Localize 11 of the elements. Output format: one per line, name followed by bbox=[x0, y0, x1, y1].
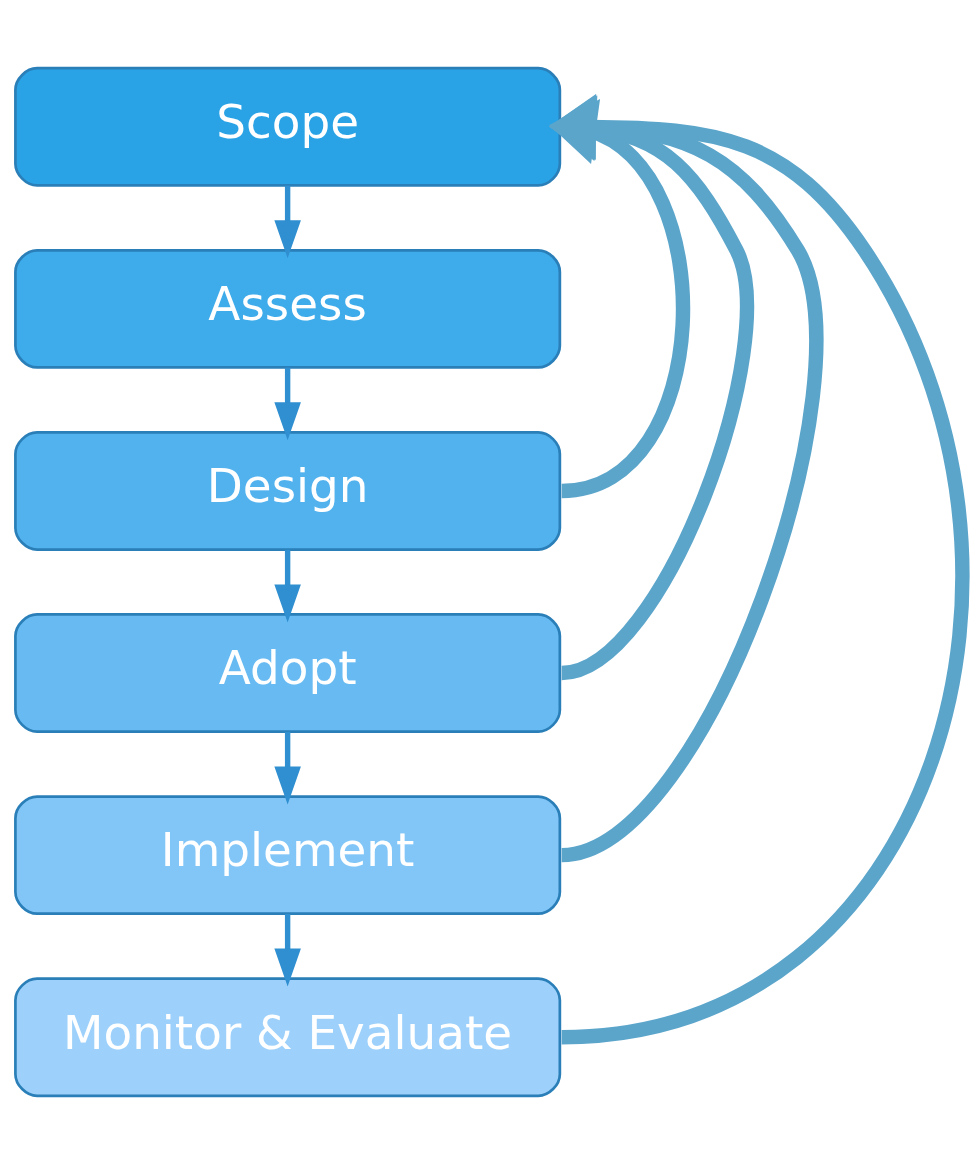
arrow bbox=[274, 731, 301, 805]
node-box: Implement bbox=[14, 795, 562, 916]
node-box: Monitor & Evaluate bbox=[14, 977, 562, 1098]
node-box: Scope bbox=[14, 66, 562, 187]
node-box: Assess bbox=[14, 248, 562, 369]
arrow bbox=[274, 549, 301, 623]
arrow bbox=[274, 185, 301, 259]
arrow bbox=[274, 367, 301, 441]
arrow bbox=[274, 913, 301, 987]
node-box: Adopt bbox=[14, 613, 562, 733]
node-box: Design bbox=[14, 431, 562, 551]
